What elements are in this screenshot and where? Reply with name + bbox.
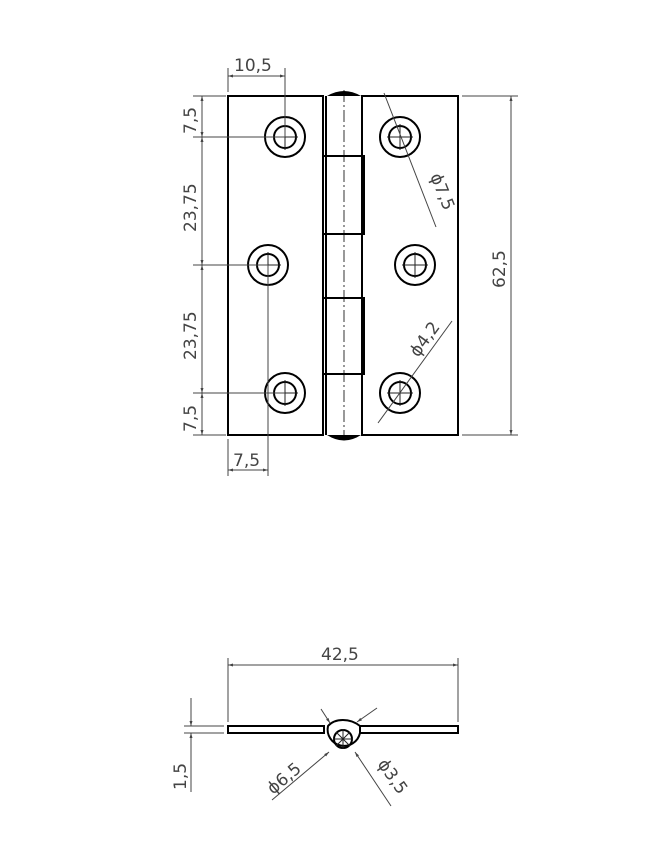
- dim-counterbore-diameter: ϕ7,5: [425, 170, 458, 213]
- dim-height: 62,5: [490, 250, 510, 288]
- side-view: 42,5 1,5 ϕ6,5 ϕ3,5: [171, 645, 459, 807]
- dimension-lines: [193, 68, 518, 476]
- screw-holes: [247, 116, 436, 414]
- right-leaf-section: [359, 725, 459, 734]
- dim-hole-offset-top: 10,5: [234, 56, 272, 76]
- dim-width: 42,5: [321, 645, 359, 665]
- side-dimension-lines: [184, 658, 459, 807]
- knuckle: [322, 90, 365, 441]
- dim-hole-offset-bottom: 7,5: [233, 451, 260, 471]
- dim-pitch-upper: 23,75: [181, 183, 201, 232]
- dim-thickness: 1,5: [171, 763, 191, 790]
- dim-pin-diameter: ϕ3,5: [373, 755, 411, 798]
- dim-edge-bottom: 7,5: [181, 405, 201, 432]
- dim-edge-top: 7,5: [181, 107, 201, 134]
- front-view: 10,5 7,5 7,5 23,75 23,75 7,5 62,5 ϕ7,5 ϕ…: [181, 56, 518, 476]
- dim-knuckle-outer-diameter: ϕ6,5: [263, 759, 305, 799]
- dim-pitch-lower: 23,75: [181, 311, 201, 360]
- left-leaf-section: [227, 725, 325, 734]
- knuckle-section: [326, 719, 361, 747]
